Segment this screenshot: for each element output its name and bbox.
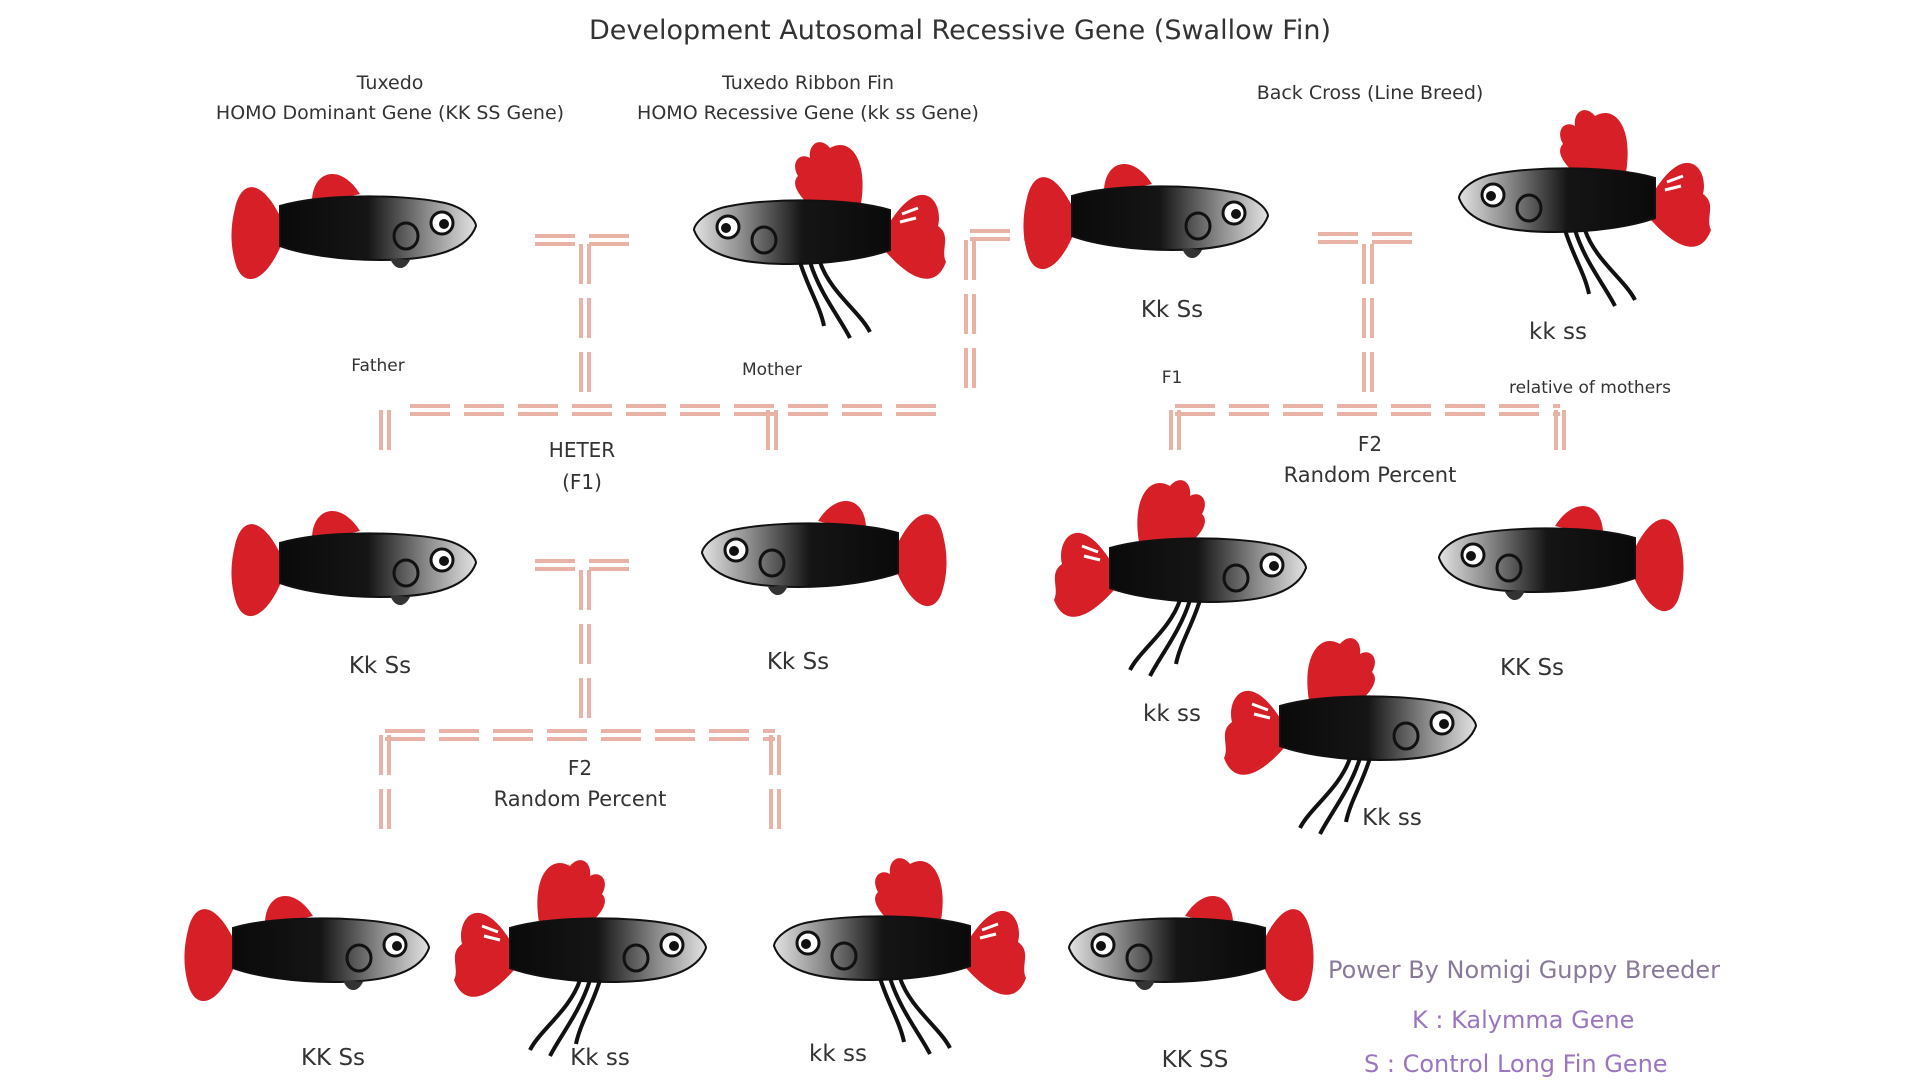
legend-k: K : Kalymma Gene: [1412, 1006, 1635, 1034]
fish-mother: [692, 140, 948, 340]
backcross-offspring-3: Kk ss: [1362, 805, 1422, 831]
fish-group: [182, 108, 1713, 1058]
backcross-offspring-1: kk ss: [1143, 701, 1201, 727]
fish-backcross-right: [1457, 108, 1713, 309]
f2-left-offspring-1: KK Ss: [300, 1045, 366, 1071]
f2-left-offspring-2: Kk ss: [570, 1045, 630, 1071]
f2-left-line2: Random Percent: [493, 787, 667, 811]
fish-backcross-f2-3: [1222, 636, 1478, 836]
fish-backcross-f2-1: [1052, 478, 1308, 678]
connector-lines: [379, 229, 1566, 840]
fish-father: [229, 172, 478, 281]
backcross-offspring-2: KK Ss: [1499, 655, 1565, 681]
fish-f1-left: [229, 509, 478, 618]
father-label: Father: [351, 356, 405, 376]
father-gene: HOMO Dominant Gene (KK SS Gene): [215, 102, 565, 124]
f2-left-offspring-4: KK SS: [1161, 1047, 1229, 1073]
fish-f2-1: [182, 894, 431, 1003]
legend-s: S : Control Long Fin Gene: [1364, 1050, 1668, 1078]
backcross-f2-line1: F2: [1357, 432, 1383, 456]
fish-f2-2: [452, 858, 708, 1058]
f1-right-genotype: Kk Ss: [766, 649, 830, 675]
page-title: Development Autosomal Recessive Gene (Sw…: [588, 15, 1332, 46]
backcross-f2-line2: Random Percent: [1283, 463, 1457, 487]
f2-left-offspring-3: kk ss: [809, 1041, 867, 1067]
fish-f2-3: [772, 856, 1028, 1056]
mother-label: Mother: [742, 360, 802, 380]
f1-left-genotype: Kk Ss: [348, 653, 412, 679]
credit-text: Power By Nomigi Guppy Breeder: [1328, 956, 1721, 984]
mother-gene: HOMO Recessive Gene (kk ss Gene): [637, 102, 979, 124]
f1-label-line2: (F1): [562, 470, 602, 494]
fish-f1-right: [700, 499, 949, 608]
backcross-parent-left: Kk Ss: [1140, 297, 1204, 323]
backcross-f1-label: F1: [1161, 368, 1183, 388]
backcross-title: Back Cross (Line Breed): [1256, 82, 1484, 104]
fish-backcross-f2-2: [1437, 504, 1686, 613]
fish-backcross-left: [1021, 162, 1270, 271]
fish-f2-4: [1067, 894, 1316, 1003]
f2-left-line1: F2: [567, 756, 593, 780]
relative-label: relative of mothers: [1508, 378, 1672, 398]
father-name: Tuxedo: [356, 72, 424, 94]
mother-name: Tuxedo Ribbon Fin: [721, 72, 895, 94]
f1-label-line1: HETER: [548, 438, 616, 462]
backcross-parent-right: kk ss: [1529, 319, 1587, 345]
